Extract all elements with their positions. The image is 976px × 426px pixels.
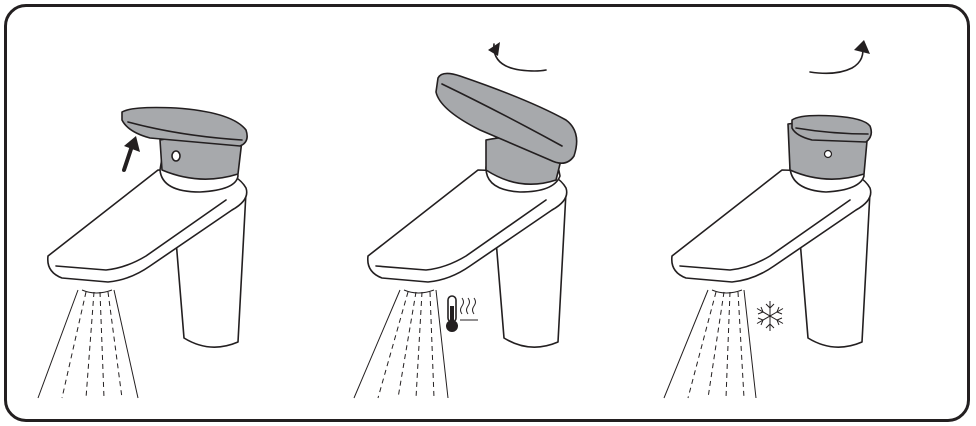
faucet-lever [791, 114, 873, 143]
panel-cold [663, 40, 873, 399]
water-spray [353, 289, 449, 399]
faucet-lever [435, 72, 578, 164]
water-spray [663, 289, 757, 399]
panel-hot [353, 42, 578, 399]
faucet-lever [121, 106, 248, 147]
panel-open [37, 106, 248, 399]
arrow-up-icon [122, 136, 140, 172]
rotate-right-icon [809, 40, 870, 75]
thermometer-heat-icon [446, 295, 478, 332]
snowflake-icon [756, 301, 784, 331]
faucet-spout [366, 169, 568, 283]
faucet-spout [46, 169, 248, 283]
water-spray [37, 289, 139, 399]
faucet-spout [670, 169, 872, 283]
rotate-left-icon [488, 42, 547, 72]
